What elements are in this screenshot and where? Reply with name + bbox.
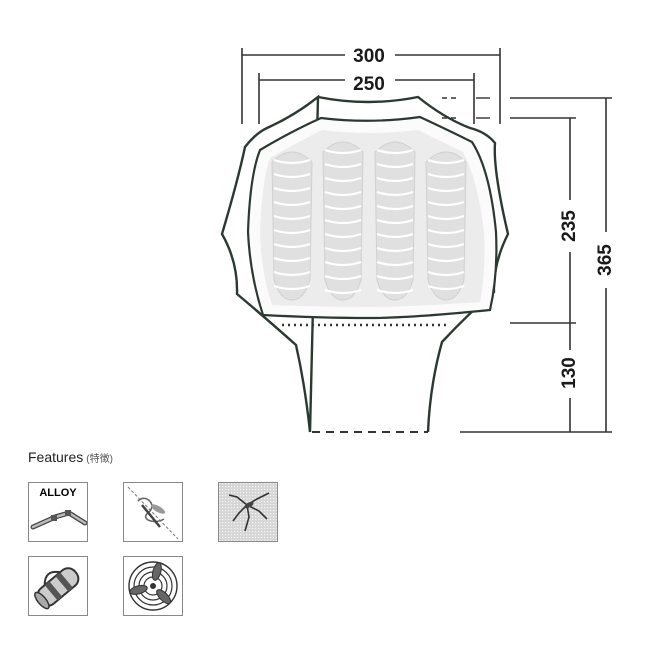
features-heading-text: Features xyxy=(28,449,84,465)
carry-bag-icon xyxy=(28,556,88,616)
tent-outer-outline xyxy=(220,94,510,433)
porch-length-label: 130 xyxy=(559,357,580,389)
ventilation-fan-icon xyxy=(123,556,183,616)
total-length-dimension xyxy=(460,97,612,433)
alloy-label: ALLOY xyxy=(39,487,77,499)
tent-floor-plan: 300 250 365 235 130 xyxy=(220,46,616,433)
outer-width-label: 300 xyxy=(353,46,385,67)
inner-length-dimension xyxy=(510,117,576,324)
outer-width-dimension xyxy=(241,48,501,124)
inner-width-label: 250 xyxy=(353,74,385,95)
sleeping-bag xyxy=(425,151,467,301)
features-heading: Features(特徴) xyxy=(28,449,113,465)
inner-width-dimension xyxy=(258,73,475,124)
sleeping-bag xyxy=(271,151,313,301)
features-heading-sub: (特徴) xyxy=(86,454,113,465)
alloy-poles-icon: ALLOY xyxy=(28,482,88,542)
mosquito-net-icon xyxy=(218,482,278,542)
inner-length-label: 235 xyxy=(559,210,580,242)
sleeping-bags xyxy=(271,141,467,301)
reference-ticks xyxy=(442,97,490,119)
total-length-label: 365 xyxy=(595,244,616,276)
sleeping-bag xyxy=(322,141,364,301)
sleeping-bag xyxy=(374,141,416,301)
guy-line-icon xyxy=(123,482,183,542)
